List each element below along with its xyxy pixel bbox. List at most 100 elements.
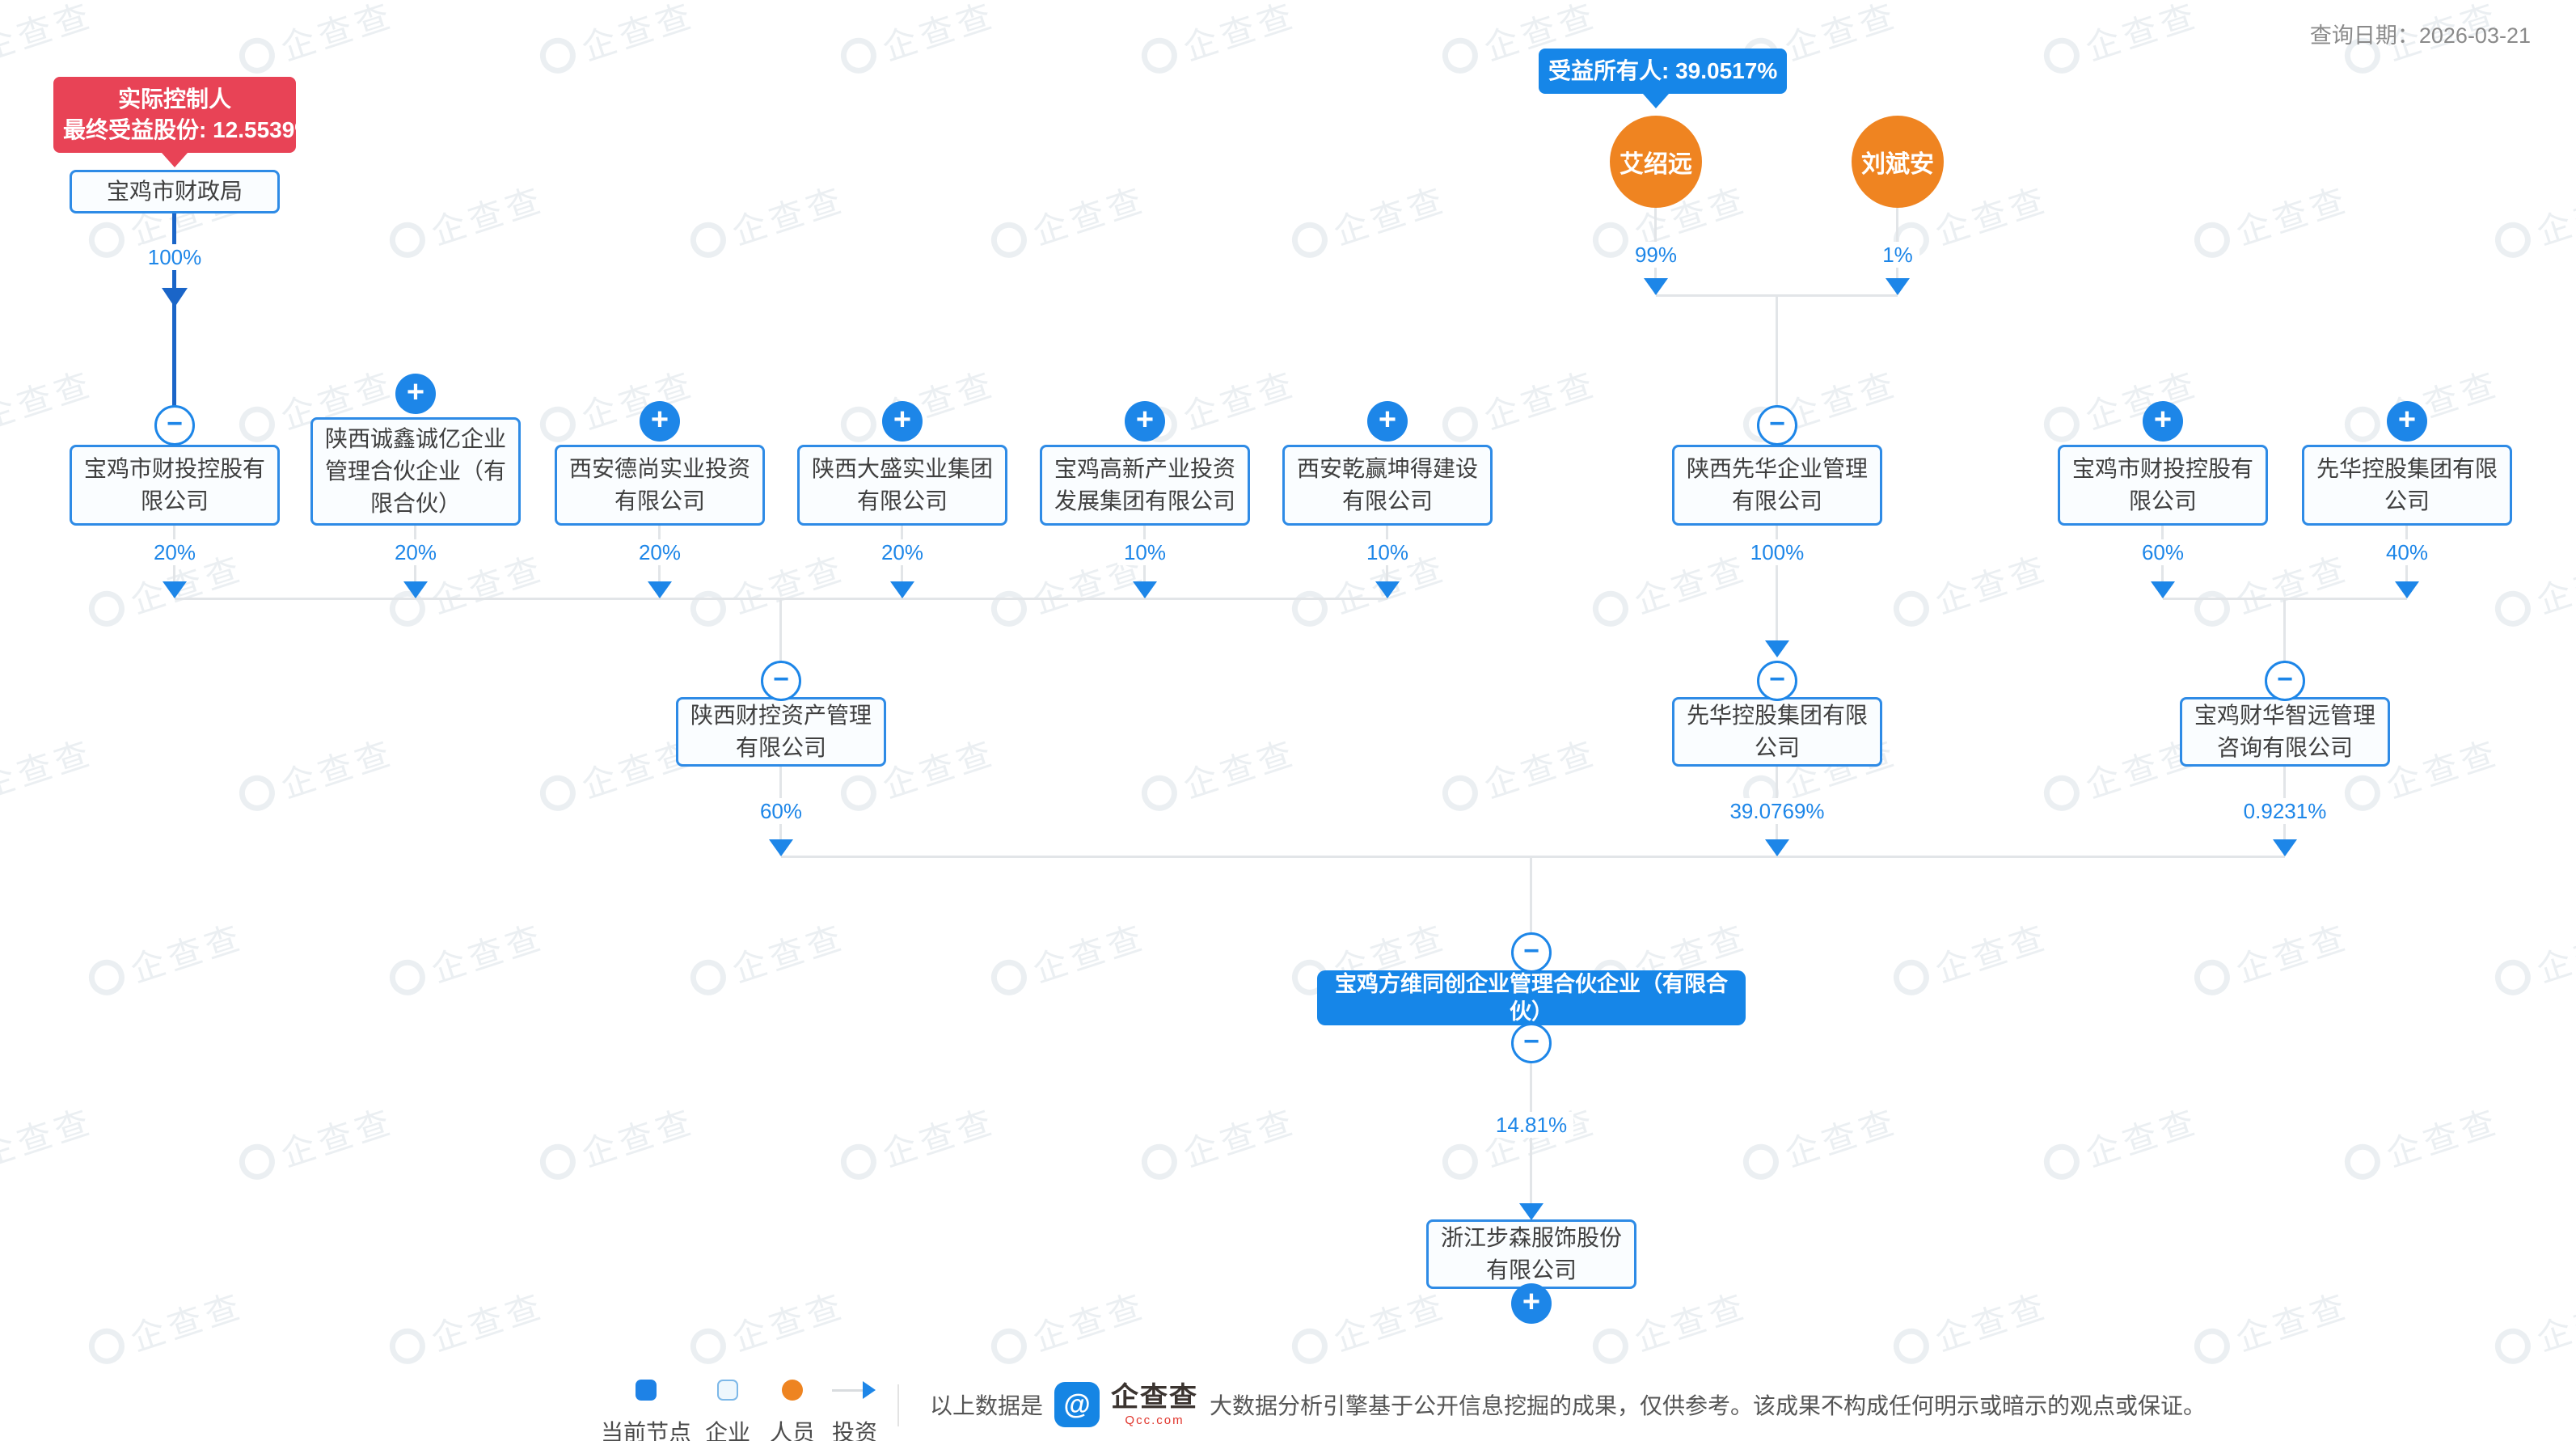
node-company[interactable]: 陕西大盛实业集团有限公司 <box>797 445 1007 526</box>
legend-label: 企业 <box>705 1420 751 1441</box>
watermark: 企查查 <box>1736 1094 1903 1190</box>
watermark: 企查查 <box>0 364 99 437</box>
node-baoji-finance-bureau[interactable]: 宝鸡市财政局 <box>70 170 280 213</box>
disclaimer-text: 大数据分析引擎基于公开信息挖掘的成果，仅供参考。该成果不构成任何明示或暗示的观点… <box>1210 1393 2206 1418</box>
expand-node-button[interactable] <box>2143 401 2183 442</box>
connector-line <box>1530 856 1532 932</box>
collapse-node-button[interactable] <box>1757 661 1797 701</box>
watermark: 企查查 <box>382 172 550 268</box>
person-node[interactable]: 艾绍远 <box>1610 116 1702 208</box>
person-node[interactable]: 刘斌安 <box>1852 116 1944 208</box>
watermark: 企查查 <box>1285 172 1452 268</box>
watermark: 企查查 <box>2187 1278 2354 1375</box>
watermark: 企查查 <box>382 910 550 1006</box>
watermark: 企查查 <box>1435 725 1603 822</box>
watermark: 企查查 <box>2488 910 2576 1006</box>
watermark: 企查查 <box>2187 910 2354 1006</box>
legend-label: 投资 <box>832 1420 878 1441</box>
watermark: 企查查 <box>683 541 851 637</box>
watermark: 企查查 <box>2488 1278 2576 1375</box>
collapse-node-button[interactable] <box>1511 1023 1552 1063</box>
watermark: 企查查 <box>533 0 700 84</box>
beneficial-owner-badge: 受益所有人: 39.0517% <box>1539 49 1788 94</box>
badge-pointer-icon <box>1643 94 1669 108</box>
node-company[interactable]: 陕西财控资产管理有限公司 <box>676 697 886 767</box>
share-percent: 14.81% <box>1489 1112 1574 1138</box>
watermark: 企查查 <box>984 172 1151 268</box>
watermark: 企查查 <box>0 733 99 805</box>
watermark: 企查查 <box>683 910 851 1006</box>
arrow-down-icon <box>163 581 187 598</box>
share-percent: 20% <box>146 539 203 565</box>
query-date: 查询日期：2026-03-21 <box>2309 23 2531 48</box>
node-label: 浙江步森服饰股份有限公司 <box>1440 1225 1622 1283</box>
node-label: 西安德尚实业投资有限公司 <box>568 456 750 513</box>
watermark: 企查查 <box>2187 172 2354 268</box>
legend-label: 当前节点 <box>601 1420 692 1441</box>
watermark: 企查查 <box>1586 541 1753 637</box>
arrow-down-icon <box>162 288 188 307</box>
arrow-down-icon <box>403 581 428 598</box>
watermark: 企查查 <box>683 172 851 268</box>
watermark: 企查查 <box>1435 357 1603 453</box>
arrow-down-icon <box>2395 581 2419 598</box>
collapse-node-button[interactable] <box>1757 405 1797 446</box>
node-target-company[interactable]: 浙江步森服饰股份有限公司 <box>1426 1219 1636 1289</box>
node-company[interactable]: 宝鸡高新产业投资发展集团有限公司 <box>1040 445 1250 526</box>
expand-node-button[interactable] <box>1511 1283 1552 1324</box>
node-company[interactable]: 西安德尚实业投资有限公司 <box>555 445 765 526</box>
expand-node-button[interactable] <box>1125 401 1165 442</box>
current-node-company[interactable]: 宝鸡方维同创企业管理合伙企业（有限合伙） <box>1317 970 1746 1025</box>
watermark: 企查查 <box>1886 1278 2054 1375</box>
node-company[interactable]: 陕西诚鑫诚亿企业管理合伙企业（有限合伙） <box>310 417 521 526</box>
expand-node-button[interactable] <box>1367 401 1408 442</box>
share-percent: 10% <box>1359 539 1416 565</box>
node-company[interactable]: 先华控股集团有限公司 <box>2302 445 2512 526</box>
node-company[interactable]: 宝鸡市财投控股有限公司 <box>70 445 280 526</box>
arrow-down-icon <box>769 839 793 856</box>
collapse-node-button[interactable] <box>2265 661 2305 701</box>
node-company[interactable]: 宝鸡市财投控股有限公司 <box>2058 445 2268 526</box>
collapse-node-button[interactable] <box>761 661 801 701</box>
person-node-icon <box>782 1380 803 1401</box>
qcc-logo-icon: @ <box>1054 1382 1100 1427</box>
watermark: 企查查 <box>382 1278 550 1375</box>
connector-bus-line <box>781 856 2285 858</box>
watermark: 企查查 <box>1285 1278 1452 1375</box>
node-company[interactable]: 陕西先华企业管理有限公司 <box>1672 445 1882 526</box>
legend-divider <box>897 1384 899 1426</box>
node-company[interactable]: 先华控股集团有限公司 <box>1672 697 1882 767</box>
watermark: 企查查 <box>834 1094 1001 1190</box>
watermark: 企查查 <box>1886 541 2054 637</box>
watermark: 企查查 <box>82 910 249 1006</box>
badge-pointer-icon <box>162 153 188 167</box>
node-company[interactable]: 宝鸡财华智远管理咨询有限公司 <box>2180 697 2390 767</box>
watermark: 企查查 <box>232 1094 399 1190</box>
watermark: 企查查 <box>834 0 1001 84</box>
expand-node-button[interactable] <box>2387 401 2427 442</box>
node-company[interactable]: 西安乾赢坤得建设有限公司 <box>1282 445 1493 526</box>
collapse-node-button[interactable] <box>1511 932 1552 973</box>
watermark: 企查查 <box>2187 541 2354 637</box>
share-percent: 39.0769% <box>1723 798 1831 824</box>
node-label: 陕西大盛实业集团有限公司 <box>811 456 993 513</box>
node-label: 先华控股集团有限公司 <box>1686 703 1868 760</box>
watermark: 企查查 <box>984 910 1151 1006</box>
watermark: 企查查 <box>2488 541 2576 637</box>
legend-company: 企业 <box>705 1380 750 1441</box>
expand-node-button[interactable] <box>882 401 923 442</box>
expand-node-button[interactable] <box>640 401 680 442</box>
arrow-down-icon <box>648 581 672 598</box>
node-label: 宝鸡市财政局 <box>106 179 243 204</box>
share-percent: 100% <box>141 244 209 270</box>
arrow-down-icon <box>1644 278 1668 295</box>
arrow-down-icon <box>1886 278 1910 295</box>
collapse-node-button[interactable] <box>154 405 195 446</box>
watermark: 企查查 <box>2488 172 2576 268</box>
actual-controller-share: 最终受益股份: 12.5539% <box>63 117 315 142</box>
watermark: 企查查 <box>0 0 99 68</box>
share-percent: 0.9231% <box>2236 798 2333 824</box>
watermark: 企查查 <box>1886 910 2054 1006</box>
expand-node-button[interactable] <box>395 374 436 414</box>
arrow-down-icon <box>1765 839 1789 856</box>
